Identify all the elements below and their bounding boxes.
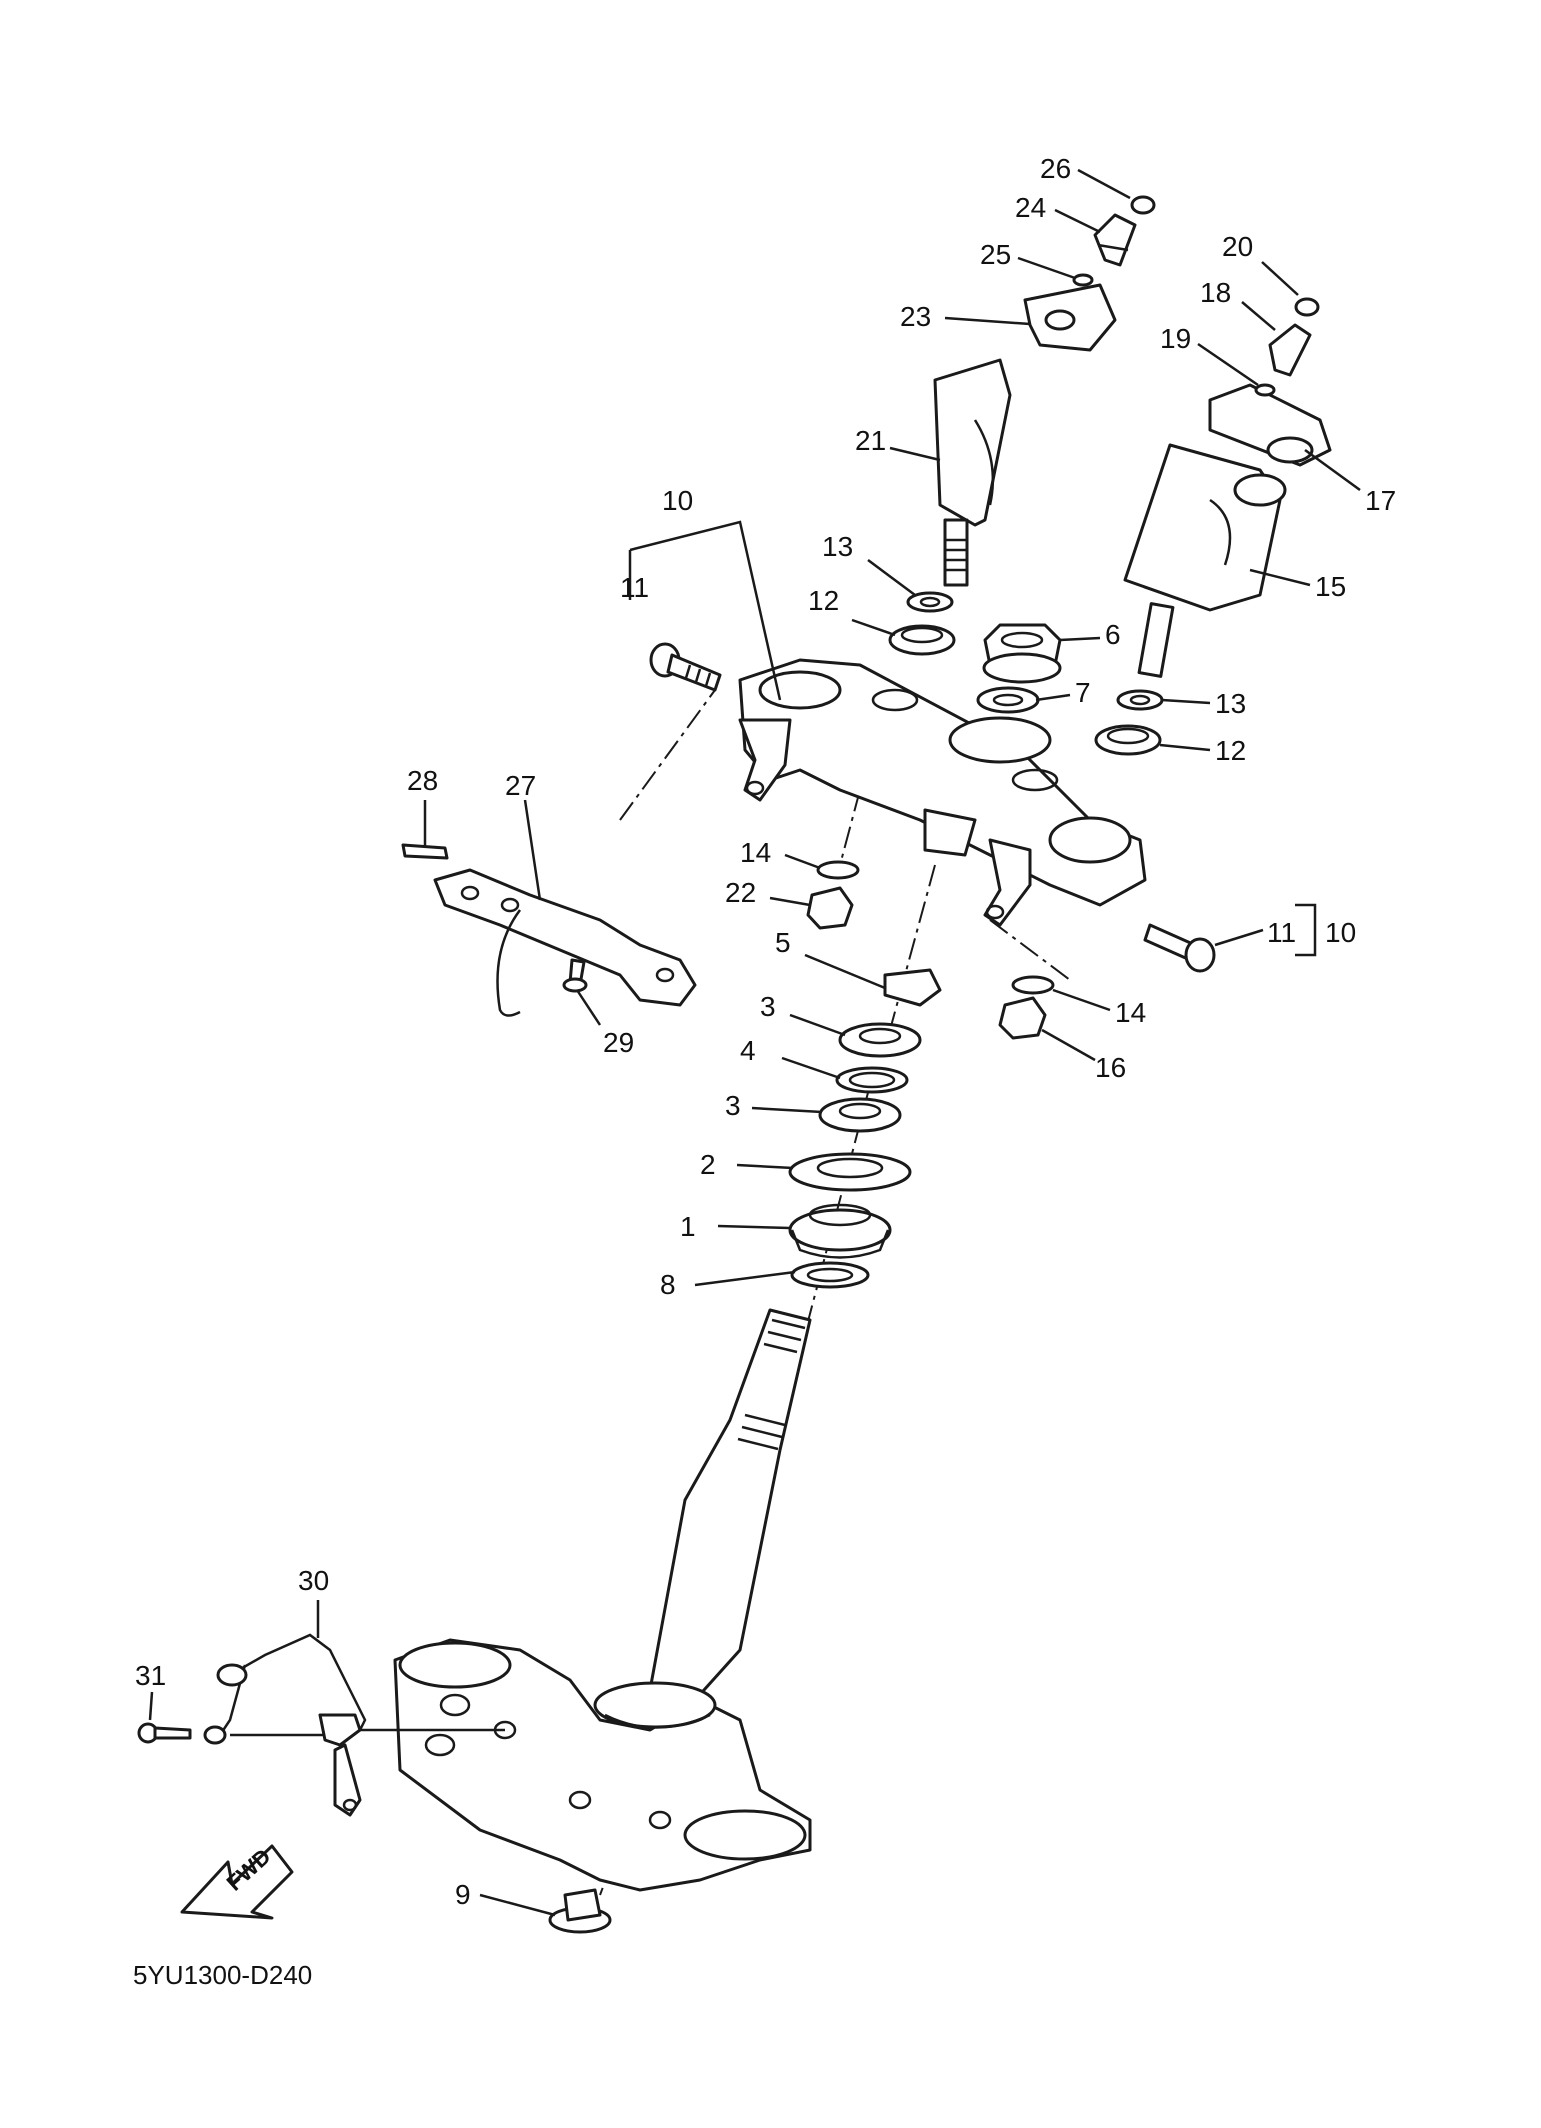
callout-13: 13 — [822, 531, 853, 562]
callout-30: 30 — [298, 1565, 329, 1596]
callout-labels: 1 2 3 3 4 5 6 7 8 9 10 10 11 11 12 12 13… — [135, 153, 1396, 1910]
handlebar-holder-upper-cap-left — [1023, 283, 1117, 352]
callout-22: 22 — [725, 877, 756, 908]
cap-9 — [548, 1888, 612, 1934]
clip-28 — [401, 843, 449, 860]
diagram-code: 5YU1300-D240 — [133, 1960, 312, 1990]
callout-23: 23 — [900, 301, 931, 332]
callout-5: 5 — [775, 927, 791, 958]
collar-12-left — [888, 624, 956, 656]
handlebar-holder-left — [933, 358, 1012, 587]
washer-14-left — [816, 860, 860, 880]
holder-bolt-24 — [1093, 213, 1137, 267]
callout-29: 29 — [603, 1027, 634, 1058]
callout-3: 3 — [725, 1090, 741, 1121]
callout-11: 11 — [1267, 917, 1296, 948]
callout-11: 11 — [620, 572, 649, 603]
nut-22 — [806, 886, 854, 930]
callout-6: 6 — [1105, 619, 1121, 650]
collar-12-right — [1094, 724, 1162, 756]
washer-25 — [1072, 273, 1094, 287]
callout-19: 19 — [1160, 323, 1191, 354]
holder-bolt-18 — [1268, 323, 1312, 377]
lock-washer-5 — [883, 968, 942, 1007]
callout-18: 18 — [1200, 277, 1231, 308]
callout-12: 12 — [808, 585, 839, 616]
washer-13-right — [1116, 689, 1164, 711]
callout-13: 13 — [1215, 688, 1246, 719]
forward-arrow-icon: FWD — [180, 1844, 294, 1920]
bolt-31 — [137, 1722, 227, 1745]
bearing-1 — [788, 1203, 892, 1259]
callout-24: 24 — [1015, 192, 1046, 223]
callout-20: 20 — [1222, 231, 1253, 262]
ring-nut-3-upper — [838, 1022, 922, 1058]
washer-13-left — [906, 591, 954, 613]
steering-stem — [648, 1308, 812, 1702]
leader-lines-lower-left — [230, 1728, 505, 1737]
nut-16 — [998, 996, 1047, 1040]
cap-26 — [1130, 195, 1156, 215]
callout-14: 14 — [1115, 997, 1146, 1028]
callout-26: 26 — [1040, 153, 1071, 184]
callout-25: 25 — [980, 239, 1011, 270]
callout-17: 17 — [1365, 485, 1396, 516]
callout-28: 28 — [407, 765, 438, 796]
nut-6 — [982, 623, 1062, 684]
callout-27: 27 — [505, 770, 536, 801]
callout-3: 3 — [760, 991, 776, 1022]
washer-4 — [835, 1066, 909, 1094]
leader-lines — [148, 168, 1361, 1917]
bracket-27 — [433, 868, 697, 1017]
callout-1: 1 — [680, 1211, 696, 1242]
callout-9: 9 — [455, 1879, 471, 1910]
ring-nut-3-lower — [818, 1097, 902, 1133]
callout-16: 16 — [1095, 1052, 1126, 1083]
washer-14-right — [1011, 975, 1055, 995]
cap-20 — [1294, 297, 1320, 317]
bracket-30 — [216, 1633, 367, 1817]
callout-8: 8 — [660, 1269, 676, 1300]
handlebar-holder-upper-cap-right — [1208, 383, 1332, 467]
callout-15: 15 — [1315, 571, 1346, 602]
callout-2: 2 — [700, 1149, 716, 1180]
callout-21: 21 — [855, 425, 886, 456]
callout-10: 10 — [662, 485, 693, 516]
callout-10: 10 — [1325, 917, 1356, 948]
bearing-cover-2 — [788, 1152, 912, 1192]
handlebar-holder-right — [1123, 443, 1287, 678]
callout-14: 14 — [740, 837, 771, 868]
screw-29 — [562, 958, 588, 993]
callout-31: 31 — [135, 1660, 166, 1691]
callout-4: 4 — [740, 1035, 756, 1066]
washer-19 — [1254, 383, 1276, 397]
callout-7: 7 — [1075, 677, 1091, 708]
washer-7 — [976, 686, 1040, 714]
bolt-11-right — [1143, 923, 1216, 973]
lower-bracket — [393, 1638, 812, 1892]
callout-12: 12 — [1215, 735, 1246, 766]
bolt-11-left — [649, 642, 722, 692]
seal-8 — [790, 1261, 870, 1289]
